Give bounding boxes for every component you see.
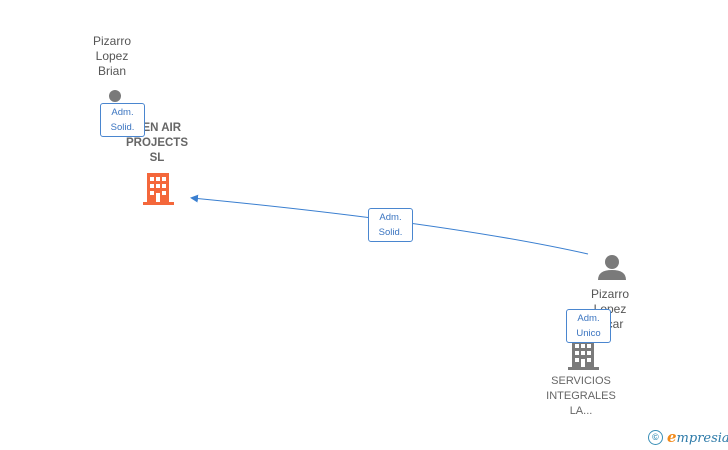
relation-badge-oscar-servicios: Adm. Unico: [566, 309, 611, 343]
building-icon[interactable]: [568, 340, 599, 370]
edge-oscar-to-main: [190, 194, 589, 255]
company-name-servicios[interactable]: SERVICIOS INTEGRALES LA...: [546, 375, 616, 417]
brand-name: empresia: [667, 428, 728, 446]
brand-logo-e: e: [667, 428, 677, 446]
building-icon[interactable]: [143, 173, 174, 205]
person-icon[interactable]: [598, 255, 626, 280]
relation-badge-oscar-main: Adm. Solid.: [368, 208, 413, 242]
copyright-icon: ©: [648, 429, 663, 445]
brand-watermark: © empresia: [648, 428, 728, 446]
relation-badge-brian: Adm. Solid.: [100, 103, 145, 137]
person-name-brian[interactable]: Pizarro Lopez Brian: [92, 34, 131, 78]
brand-logo-rest: mpresia: [676, 431, 728, 446]
